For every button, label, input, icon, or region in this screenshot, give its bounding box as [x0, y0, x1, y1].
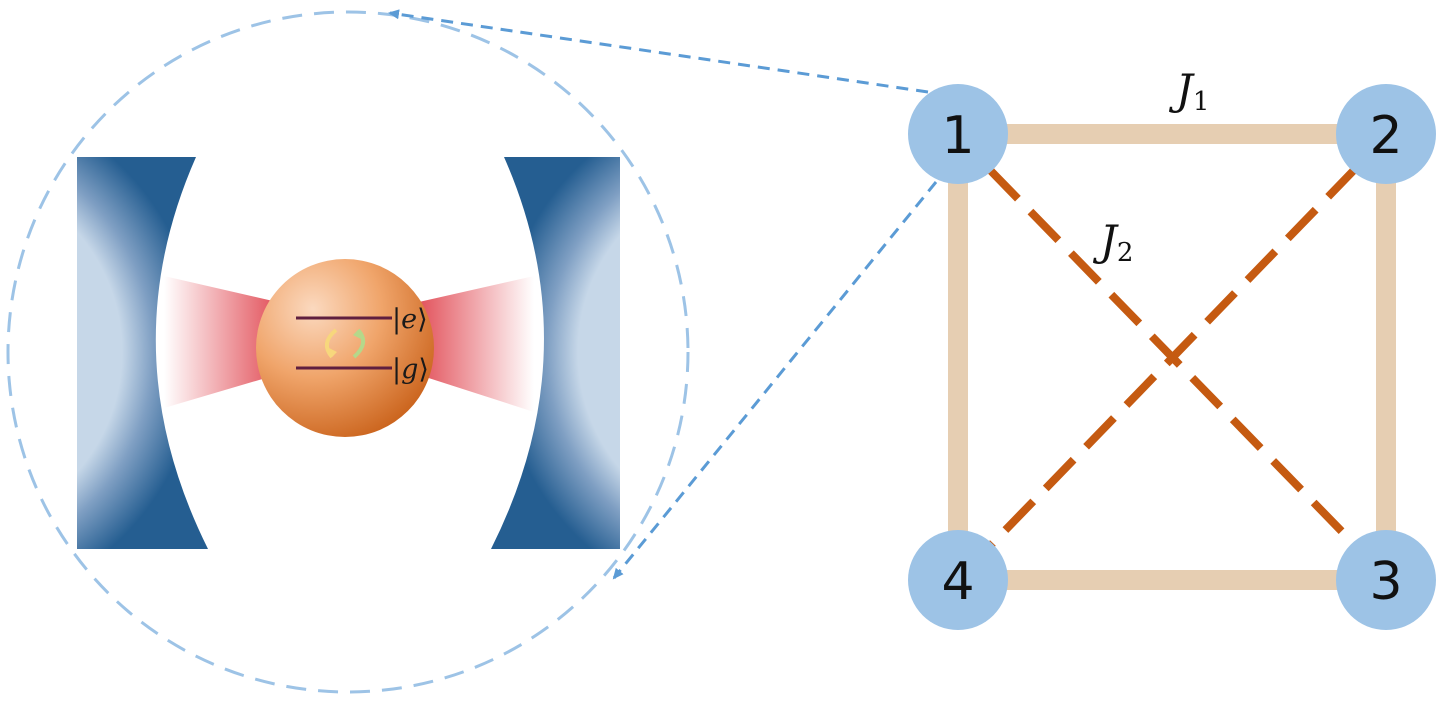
node-3: 3 — [1336, 530, 1436, 630]
zoom-arrow-top — [388, 9, 929, 94]
zoom-circle — [6, 10, 690, 694]
diagonal-2-4 — [987, 165, 1359, 549]
transition-cycle-icon — [324, 328, 366, 359]
node-1: 1 — [908, 84, 1008, 184]
atom-sphere — [256, 259, 434, 437]
node-1-label: 1 — [941, 106, 974, 166]
node-3-label: 3 — [1369, 552, 1402, 612]
beam-left — [164, 276, 286, 408]
zoom-arrow-bottom — [612, 181, 938, 580]
node-2-label: 2 — [1369, 106, 1402, 166]
node-2: 2 — [1336, 84, 1436, 184]
beam-right — [410, 276, 534, 412]
node-4: 4 — [908, 530, 1008, 630]
coupling-label-j1: J1 — [1168, 65, 1209, 117]
mirror-right — [491, 157, 620, 549]
mirror-left — [77, 157, 208, 549]
node-4-label: 4 — [941, 552, 974, 612]
coupling-label-j2: J2 — [1092, 216, 1133, 268]
ground-state-ket: |g⟩ — [392, 354, 429, 385]
excited-state-ket: |e⟩ — [392, 304, 428, 335]
